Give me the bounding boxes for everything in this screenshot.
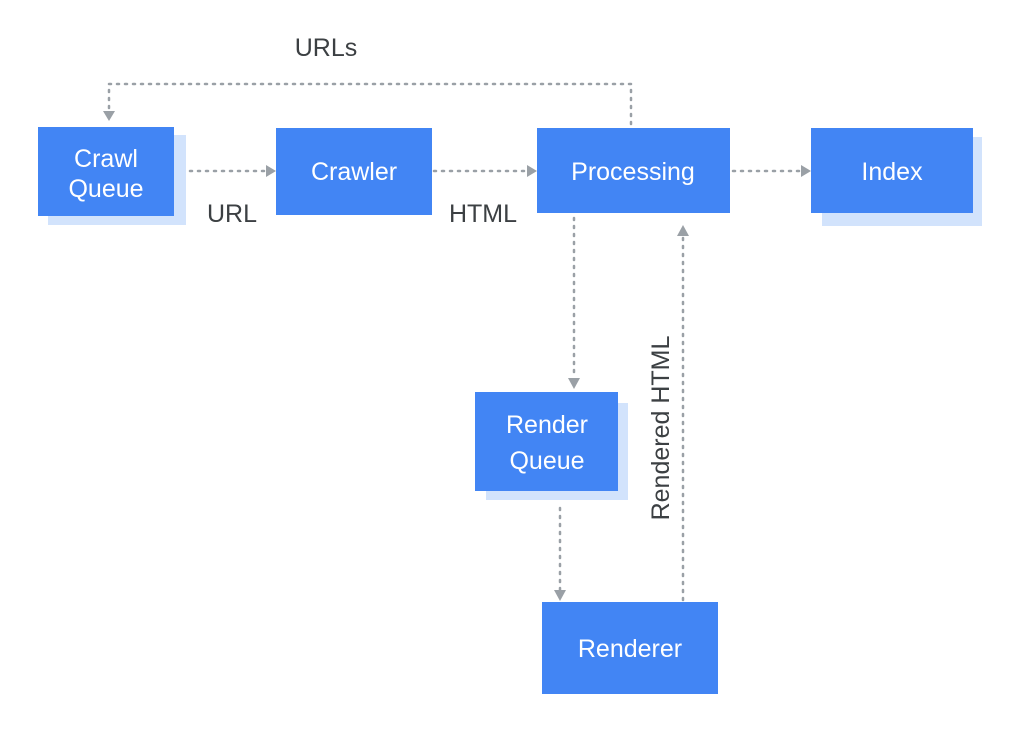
- node-renderer[interactable]: Renderer: [542, 602, 718, 694]
- node-renderer-label: Renderer: [578, 635, 682, 663]
- edge-crawler-to-processing: [432, 165, 537, 177]
- node-processing[interactable]: Processing: [537, 128, 730, 213]
- node-crawl-queue-label-line1: Crawl: [74, 145, 138, 173]
- node-render-queue-label-line1: Render: [506, 411, 588, 439]
- node-render-queue-label-line2: Queue: [509, 447, 584, 475]
- edge-processing-to-crawl-queue: [103, 82, 633, 126]
- edge-label-urls: URLs: [295, 34, 358, 62]
- edge-label-rendered-html: Rendered HTML: [647, 336, 675, 521]
- node-render-queue[interactable]: Render Queue: [475, 392, 628, 500]
- node-crawl-queue-label-line2: Queue: [68, 175, 143, 203]
- edge-processing-to-index: [731, 165, 811, 177]
- node-crawler[interactable]: Crawler: [276, 128, 432, 215]
- edge-label-html: HTML: [449, 200, 517, 228]
- node-index[interactable]: Index: [811, 128, 982, 226]
- node-processing-label: Processing: [571, 158, 695, 186]
- node-crawler-label: Crawler: [311, 158, 397, 186]
- edge-label-url: URL: [207, 200, 257, 228]
- edge-processing-to-render-queue: [568, 216, 580, 389]
- edge-render-queue-to-renderer: [554, 506, 566, 601]
- edge-labels: URLs URL HTML Rendered HTML: [207, 34, 675, 520]
- edges: [103, 82, 811, 602]
- node-crawl-queue[interactable]: Crawl Queue: [38, 127, 186, 225]
- edge-crawl-queue-to-crawler: [188, 165, 276, 177]
- node-index-label: Index: [861, 158, 923, 186]
- nodes: Crawl Queue Crawler Processing Index Ren…: [38, 127, 982, 694]
- edge-renderer-to-processing: [677, 225, 689, 602]
